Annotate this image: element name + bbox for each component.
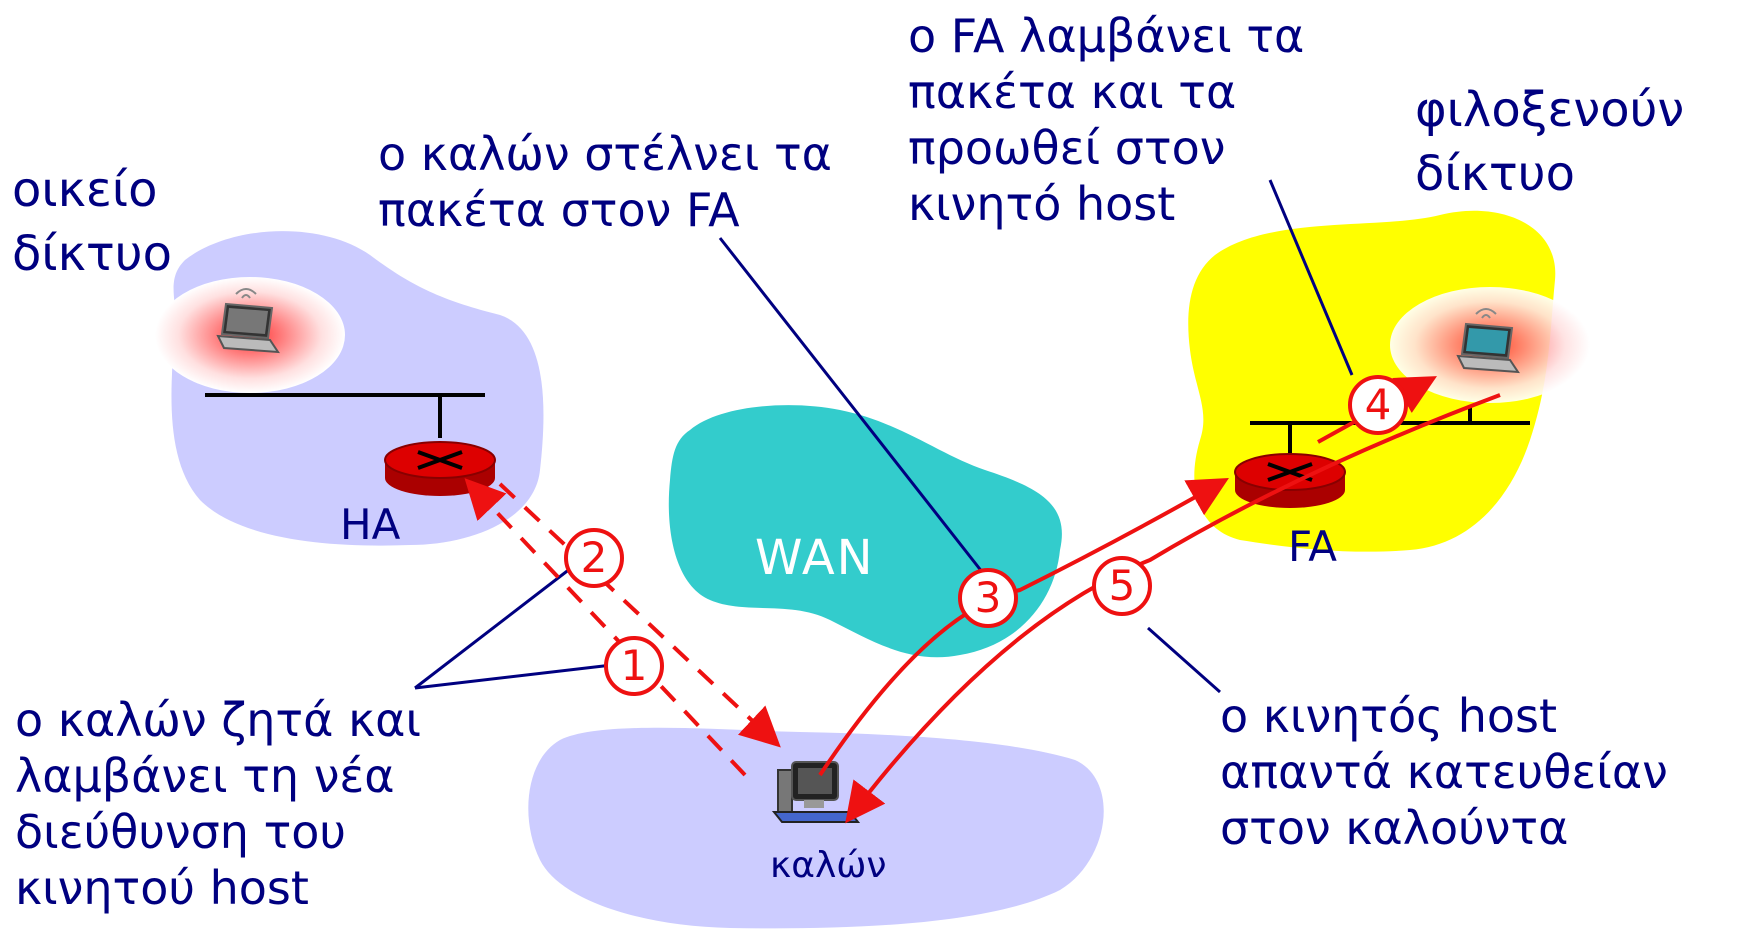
desktop-computer-icon bbox=[771, 761, 861, 823]
visited-network-label-line: φιλοξενούν bbox=[1415, 82, 1685, 138]
home-network-label-line: οικείο bbox=[12, 162, 158, 218]
annotation-line: λαμβάνει τη νέα bbox=[15, 749, 395, 803]
annotation-line: ο καλών ζητά και bbox=[15, 693, 422, 747]
annotation-line: πακέτα στον FA bbox=[378, 183, 740, 237]
annotation-line: διεύθυνση του bbox=[15, 805, 347, 859]
leader-line-fa-receives bbox=[1268, 179, 1354, 376]
home-network-label-line: δίκτυο bbox=[12, 226, 172, 282]
annotation-line: κινητό host bbox=[908, 177, 1176, 231]
home-network-label: οικείο δίκτυο bbox=[12, 158, 172, 286]
step-marker-2: 2 bbox=[564, 528, 624, 588]
step-marker-5: 5 bbox=[1092, 556, 1152, 616]
visited-network-label: φιλοξενούν δίκτυο bbox=[1415, 78, 1684, 206]
router-icon bbox=[384, 441, 496, 496]
visited-network-label-line: δίκτυο bbox=[1415, 146, 1575, 202]
step-marker-1: 1 bbox=[604, 636, 664, 696]
dashed-arrow-to-caller bbox=[498, 482, 781, 748]
annotation-line: ο FA λαμβάνει τα bbox=[908, 9, 1305, 63]
step-marker-4: 4 bbox=[1348, 375, 1408, 435]
arrow-mobile-to-caller bbox=[845, 393, 1501, 824]
annotation-line: πακέτα και τα bbox=[908, 65, 1237, 119]
annotation-line: απαντά κατευθείαν bbox=[1220, 745, 1668, 799]
leader-line-requests-2 bbox=[414, 663, 613, 690]
leader-line-caller-sends bbox=[718, 237, 992, 583]
annotation-line: ο κινητός host bbox=[1220, 689, 1558, 743]
step-marker-3: 3 bbox=[958, 568, 1018, 628]
annotation-mobile-replies: ο κινητός host απαντά κατευθείαν στον κα… bbox=[1220, 688, 1668, 856]
annotation-fa-receives: ο FA λαμβάνει τα πακέτα και τα προωθεί σ… bbox=[908, 8, 1304, 232]
caller-network-area bbox=[528, 727, 1104, 929]
annotation-caller-sends: ο καλών στέλνει τα πακέτα στον FA bbox=[378, 126, 832, 238]
annotation-caller-requests: ο καλών ζητά και λαμβάνει τη νέα διεύθυν… bbox=[15, 692, 421, 916]
fa-label: FA bbox=[1288, 522, 1338, 571]
annotation-line: προωθεί στον bbox=[908, 121, 1226, 175]
leader-line-requests-1 bbox=[414, 563, 576, 690]
leader-line-mobile-replies bbox=[1147, 626, 1221, 694]
ha-label: HA bbox=[340, 500, 401, 549]
router-icon bbox=[1234, 453, 1346, 508]
annotation-line: κινητού host bbox=[15, 861, 309, 915]
annotation-line: στον καλούντα bbox=[1220, 801, 1569, 855]
laptop-icon bbox=[1456, 308, 1520, 374]
laptop-icon bbox=[216, 288, 280, 354]
annotation-line: ο καλών στέλνει τα bbox=[378, 127, 832, 181]
wan-label: WAN bbox=[755, 530, 875, 586]
caller-label: καλών bbox=[770, 845, 887, 886]
arrow-caller-to-fa bbox=[818, 478, 1229, 777]
